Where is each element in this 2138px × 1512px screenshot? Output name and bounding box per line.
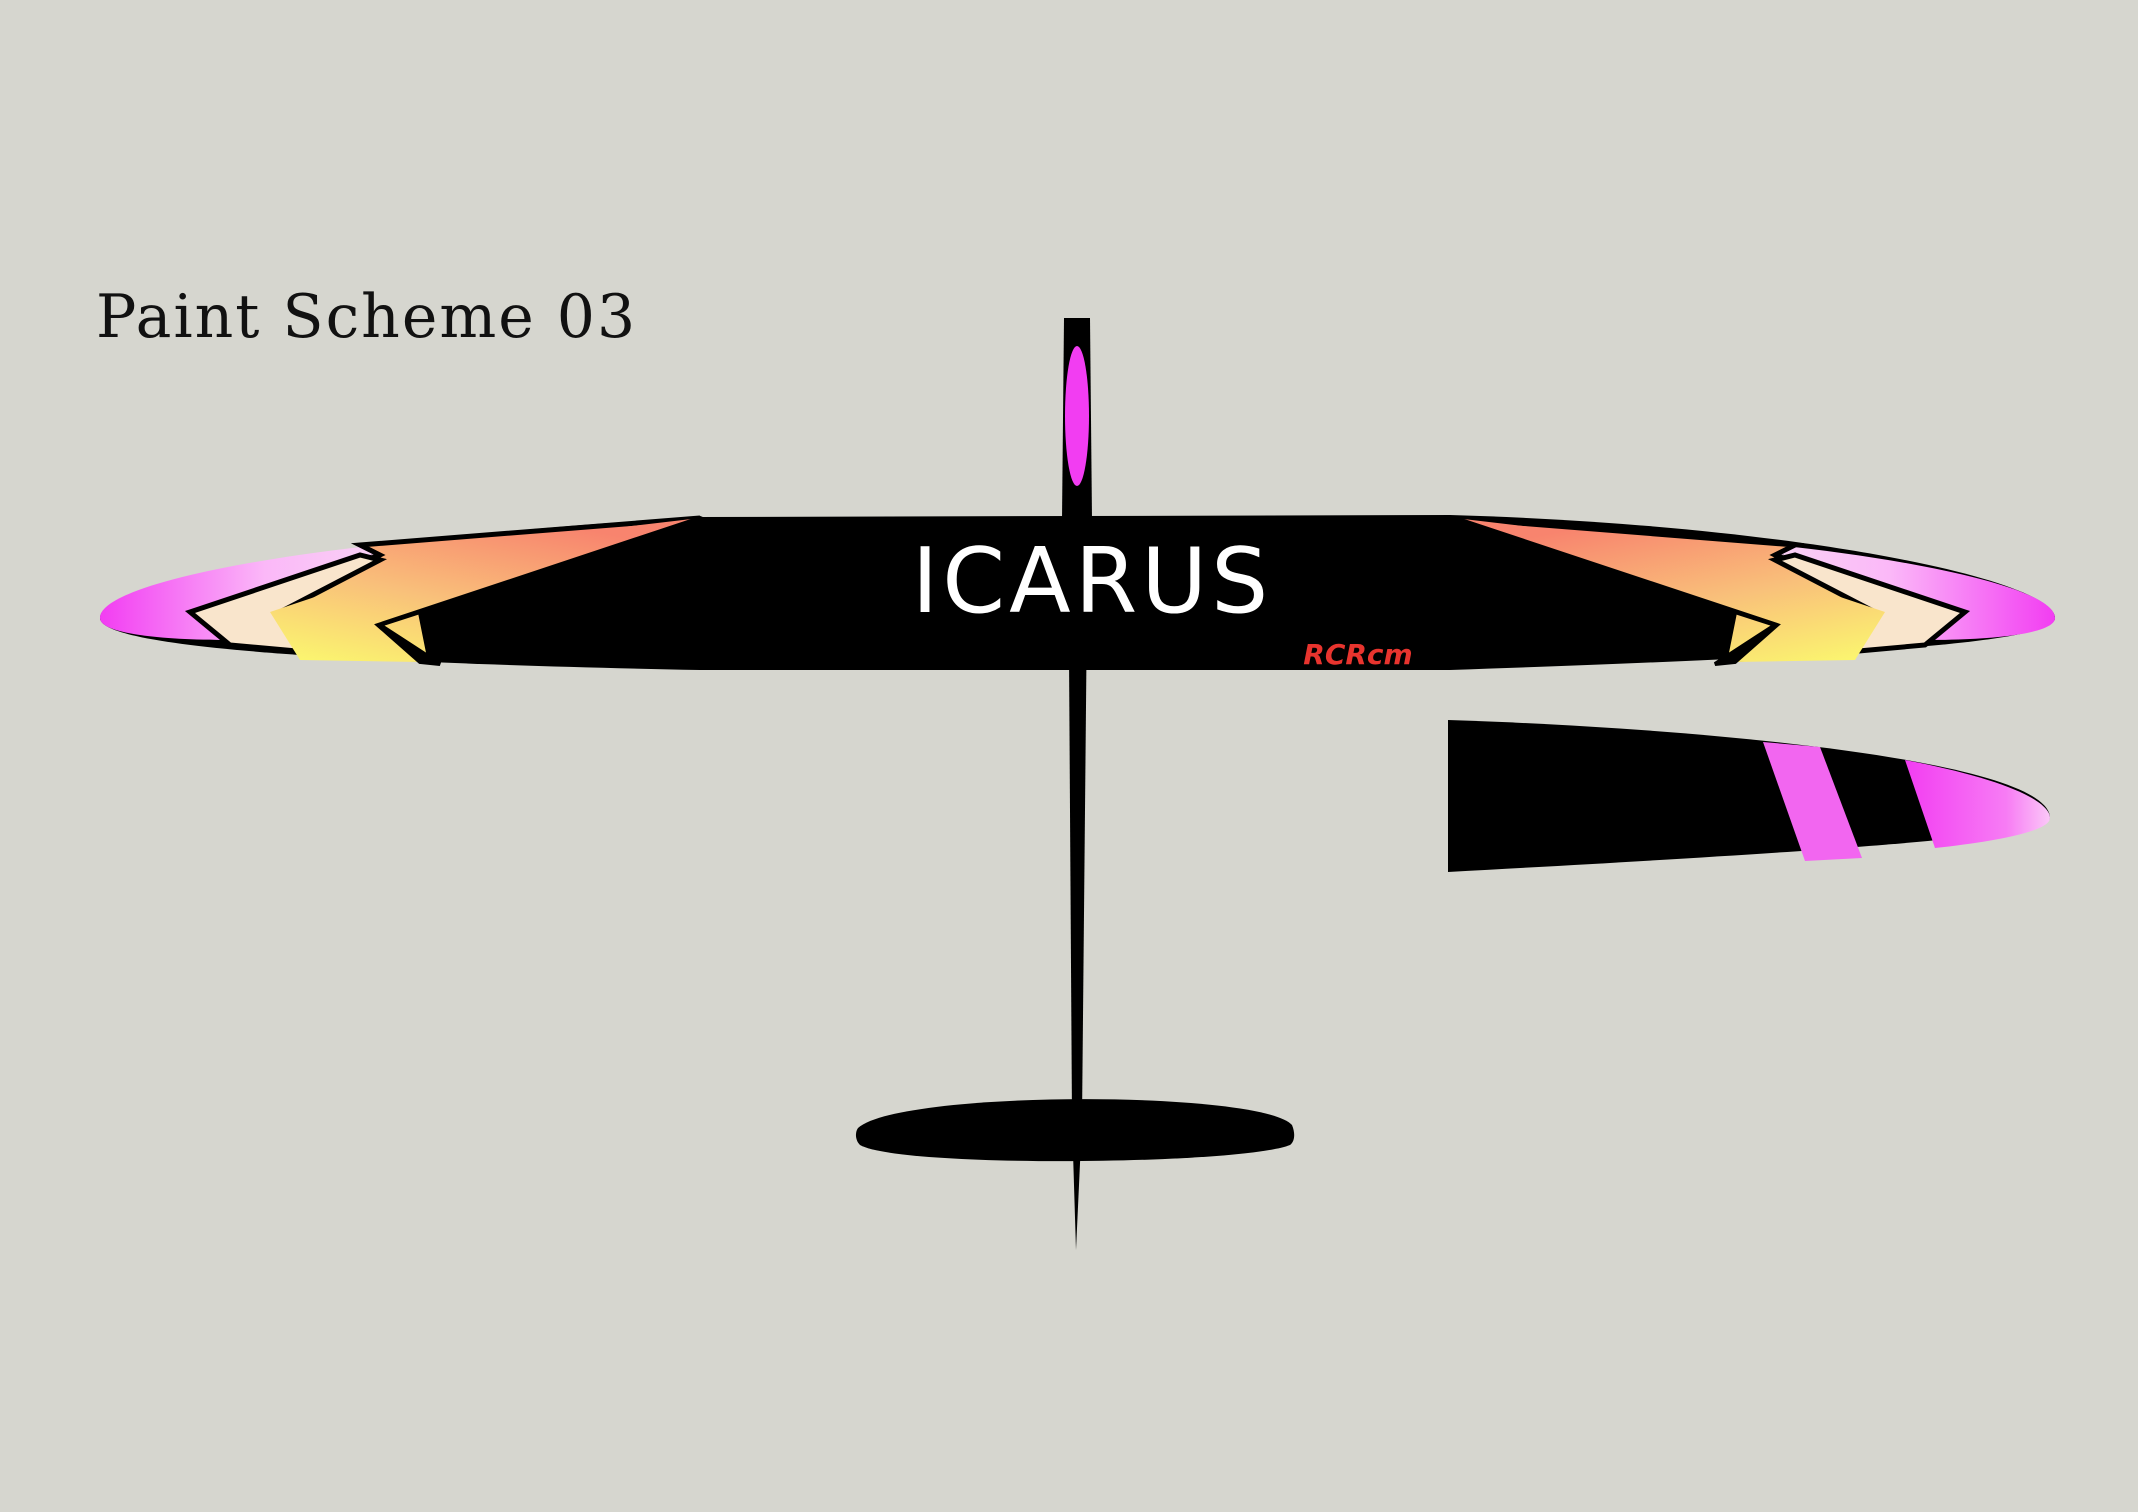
horizontal-stabilizer bbox=[855, 1099, 1295, 1162]
wing-model-name: ICARUS bbox=[912, 529, 1273, 634]
underside-tip bbox=[1905, 760, 2050, 848]
page-title: Paint Scheme 03 bbox=[96, 282, 638, 352]
main-wing: ICARUS RCRcm bbox=[100, 515, 2055, 671]
rcrcm-logo: RCRcm bbox=[1303, 638, 1412, 671]
wing-underside-view bbox=[1448, 720, 2050, 872]
left-wing-decal bbox=[100, 515, 711, 666]
magenta-oval-decal bbox=[1065, 346, 1089, 486]
right-wing-decal bbox=[1444, 515, 2055, 666]
underside-panel bbox=[1448, 720, 2050, 872]
tail-boom bbox=[1068, 500, 1088, 1250]
underside-stripe-1 bbox=[1763, 742, 1862, 861]
